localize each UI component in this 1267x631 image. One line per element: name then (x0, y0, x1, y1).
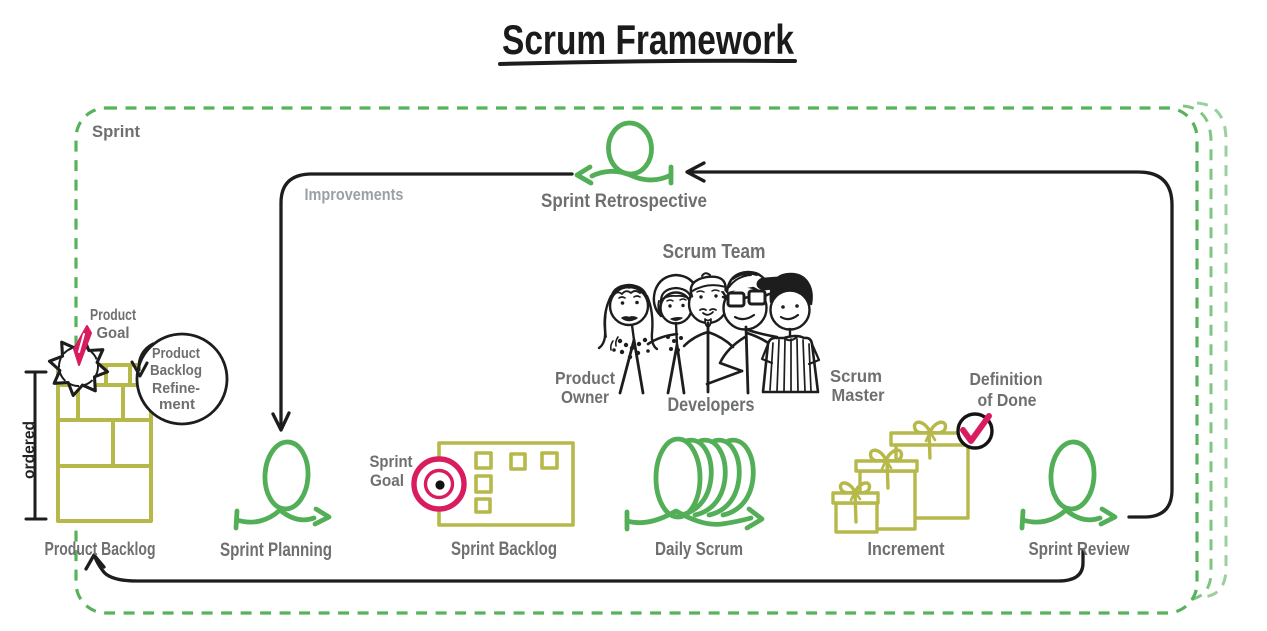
svg-text:Goal: Goal (97, 325, 130, 342)
svg-text:Refine-: Refine- (152, 381, 200, 397)
svg-text:Product: Product (90, 307, 137, 324)
svg-text:ment: ment (159, 397, 195, 413)
svg-text:Product Backlog: Product Backlog (45, 539, 156, 559)
svg-text:Sprint Backlog: Sprint Backlog (451, 539, 557, 560)
svg-text:Master: Master (832, 385, 885, 405)
svg-text:Sprint Retrospective: Sprint Retrospective (541, 191, 707, 212)
svg-text:Definition: Definition (970, 369, 1043, 389)
svg-text:Goal: Goal (370, 471, 404, 490)
svg-text:Sprint Review: Sprint Review (1029, 539, 1131, 559)
svg-text:Scrum Framework: Scrum Framework (502, 16, 795, 63)
svg-text:Sprint: Sprint (370, 452, 413, 471)
svg-text:Backlog: Backlog (150, 363, 202, 379)
svg-text:Daily Scrum: Daily Scrum (655, 539, 743, 559)
svg-text:Scrum: Scrum (830, 366, 882, 386)
svg-text:Increment: Increment (868, 539, 945, 559)
svg-text:Owner: Owner (561, 387, 609, 407)
svg-text:Sprint: Sprint (92, 122, 140, 141)
svg-text:Developers: Developers (668, 395, 755, 416)
svg-text:Scrum Team: Scrum Team (663, 241, 766, 263)
svg-text:of Done: of Done (978, 390, 1037, 410)
svg-text:Product: Product (555, 368, 615, 388)
svg-text:Sprint Planning: Sprint Planning (220, 540, 332, 561)
svg-text:Product: Product (152, 346, 200, 362)
svg-text:ordered: ordered (21, 421, 38, 479)
svg-text:Improvements: Improvements (305, 186, 404, 204)
